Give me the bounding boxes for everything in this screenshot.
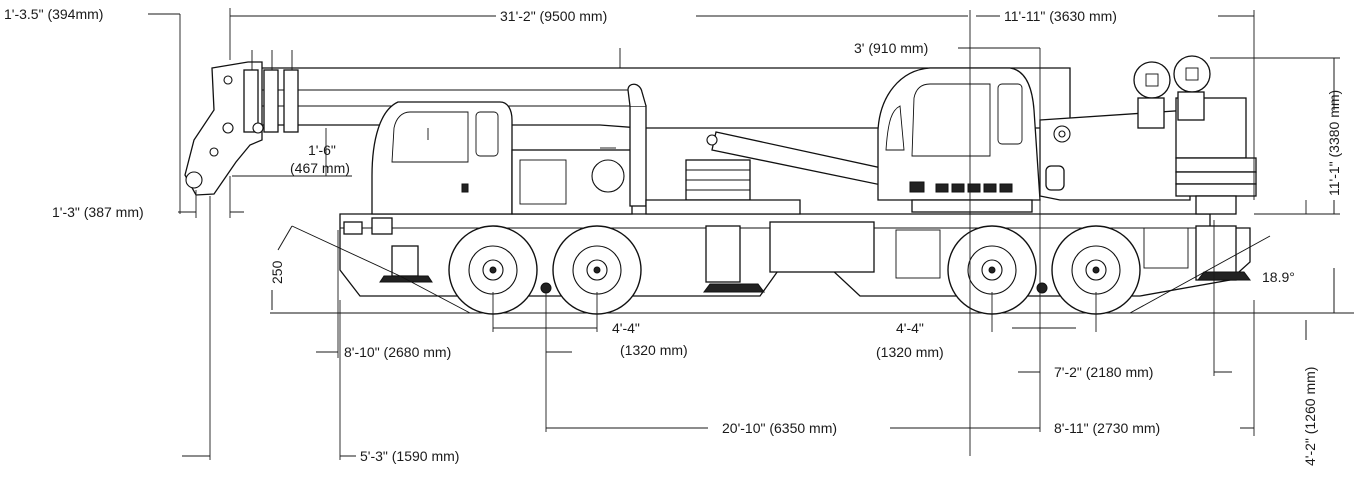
dim-wheelbase: 20'-10" (6350 mm) bbox=[722, 420, 837, 436]
dim-ground-clearance-height: 4'-2" (1260 mm) bbox=[1302, 367, 1318, 466]
dim-front-axle-spacing: 4'-4" bbox=[612, 320, 640, 336]
dim-approach-height: 250 bbox=[269, 260, 285, 284]
dim-rear-outrigger: 7'-2" (2180 mm) bbox=[1054, 364, 1153, 380]
outriggers bbox=[343, 217, 1251, 293]
boom-head bbox=[184, 50, 299, 196]
dim-departure-angle: 18.9° bbox=[1262, 269, 1295, 285]
rear-axle-wheel-2 bbox=[1051, 225, 1141, 315]
front-axle-wheel-2 bbox=[552, 225, 642, 315]
dim-overall-height: 11'-1" (3380 mm) bbox=[1326, 90, 1342, 196]
truck-crane-side-view-icon bbox=[184, 48, 1354, 315]
dim-hook-block-offset: 1'-6" bbox=[308, 142, 336, 158]
dim-rear-axle-spacing: 4'-4" bbox=[896, 320, 924, 336]
dim-rear-axle-spacing-mm: (1320 mm) bbox=[876, 344, 944, 360]
dim-front-to-first-axle: 8'-10" (2680 mm) bbox=[344, 344, 451, 360]
hoist-drums bbox=[1133, 55, 1211, 129]
dimension-labels: 1'-3.5" (394mm) 31'-2" (9500 mm) 11'-11"… bbox=[4, 6, 1342, 466]
dim-overall-length: 31'-2" (9500 mm) bbox=[500, 8, 607, 24]
dim-hook-block-offset-mm: (467 mm) bbox=[290, 160, 350, 176]
counterweight bbox=[1175, 97, 1257, 215]
dim-front-bumper-offset: 1'-3" (387 mm) bbox=[52, 204, 144, 220]
truck-cab bbox=[371, 101, 513, 215]
dim-boom-tip-offset: 1'-3.5" (394mm) bbox=[4, 6, 103, 22]
dim-rear-overhang-top: 11'-11" (3630 mm) bbox=[1004, 8, 1117, 24]
dim-front-outrigger: 5'-3" (1590 mm) bbox=[360, 448, 459, 464]
dimension-lines bbox=[148, 8, 1354, 460]
dim-front-axle-spacing-mm: (1320 mm) bbox=[620, 342, 688, 358]
operator-cab bbox=[877, 67, 1041, 213]
dim-cab-to-center: 3' (910 mm) bbox=[854, 40, 928, 56]
dim-rear-overhang-bottom: 8'-11" (2730 mm) bbox=[1054, 420, 1160, 436]
